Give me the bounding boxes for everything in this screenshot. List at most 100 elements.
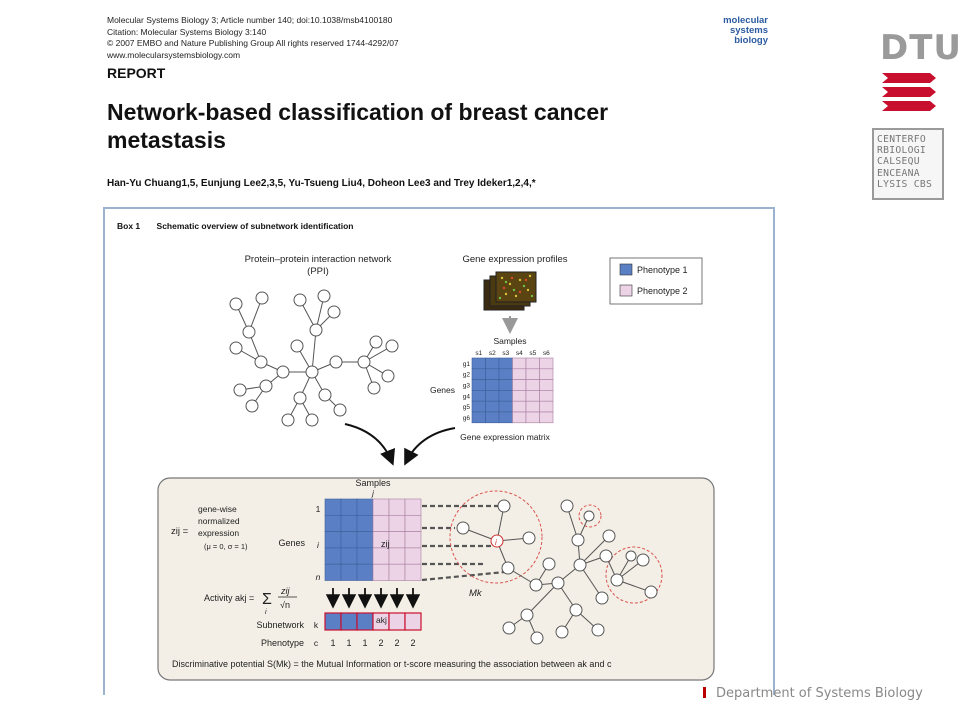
matrix-cell [471, 357, 486, 370]
module-network: i Mk [449, 490, 663, 645]
matrix-cell [512, 357, 527, 370]
matrix-cell [388, 514, 406, 532]
matrix-cell-zij: zij [381, 539, 390, 549]
activity-cell [388, 612, 406, 631]
gene-id: g1 [463, 361, 471, 368]
panel-j-label: j [371, 489, 374, 498]
discriminative-potential: Discriminative potential S(Mk) = the Mut… [172, 659, 612, 669]
header-line: Molecular Systems Biology 3; Article num… [107, 15, 393, 25]
matrix-cell [404, 531, 422, 549]
matrix-cell [539, 400, 554, 413]
matrix-cell [340, 563, 358, 581]
analysis-panel [157, 477, 715, 681]
sample-id: s4 [516, 350, 523, 357]
legend-phenotype-2: Phenotype 2 [637, 286, 688, 296]
matrix-cell [404, 547, 422, 565]
akj-cell-label: akj [376, 615, 387, 625]
matrix-cell [525, 368, 540, 380]
matrix-cell [388, 531, 406, 549]
footer: Department of Systems Biology [703, 686, 923, 701]
activity-cell [356, 612, 374, 631]
zij-desc-4: (μ = 0, σ = 1) [204, 542, 248, 551]
matrix-cell [372, 498, 390, 516]
matrix-cell [324, 563, 342, 581]
matrix-cell [340, 531, 358, 549]
ppi-label: Protein–protein interaction network [245, 254, 392, 265]
header-line: www.molecularsystemsbiology.com [107, 49, 241, 60]
matrix-cell [485, 400, 500, 413]
ppi-network [229, 289, 399, 427]
matrix-cell [340, 514, 358, 532]
sample-id: s6 [543, 350, 550, 357]
section-label: REPORT [107, 65, 166, 81]
formula-sub: i [265, 609, 267, 616]
box-title: Box 1 Schematic overview of subnetwork i… [117, 221, 368, 231]
matrix-cell [471, 400, 486, 413]
phenotype-value: 2 [410, 638, 415, 648]
matrix-cell [471, 368, 486, 380]
matrix-cell [372, 514, 390, 532]
row-n-label: n [316, 572, 321, 582]
matrix-cell [404, 563, 422, 581]
phenotype-value: 1 [362, 638, 367, 648]
matrix-cell [512, 368, 527, 380]
gene-expression-profiles-label: Gene expression profiles [462, 254, 567, 265]
zij-desc-3: expression [198, 528, 239, 538]
header-line: © 2007 EMBO and Nature Publishing Group … [107, 38, 399, 48]
matrix-cell [356, 547, 374, 565]
matrix-cell [324, 514, 342, 532]
matrix-cell [471, 379, 486, 391]
matrix-cell [525, 411, 540, 424]
activity-cell [340, 612, 358, 631]
matrix-cell [525, 390, 540, 402]
matrix-cell [356, 563, 374, 581]
matrix-cell [485, 379, 500, 391]
normalized-matrix [324, 498, 422, 581]
phenotype-value: 1 [330, 638, 335, 648]
formula-numerator: zij [280, 586, 290, 596]
matrix-cell [471, 390, 486, 402]
matrix-cell [512, 400, 527, 413]
matrix-cell [485, 411, 500, 424]
matrix-caption: Gene expression matrix [460, 432, 551, 442]
c-label: c [314, 638, 319, 648]
k-label: k [314, 620, 319, 630]
phenotype-value: 2 [378, 638, 383, 648]
footer-marker [703, 687, 706, 698]
matrix-cell [485, 390, 500, 402]
matrix-cell [539, 379, 554, 391]
matrix-cell [539, 368, 554, 380]
matrix-cell [324, 547, 342, 565]
matrix-cell [498, 411, 513, 424]
gene-id: g3 [463, 383, 471, 390]
formula-denominator: √n [280, 600, 290, 610]
phenotype-value: 1 [346, 638, 351, 648]
sample-id: s1 [475, 350, 482, 357]
matrix-cell [498, 379, 513, 391]
dtu-logo-mark [882, 73, 936, 111]
matrix-cell [388, 547, 406, 565]
matrix-cell [388, 498, 406, 516]
panel-genes-label: Genes [278, 538, 305, 548]
dtu-logo-text: DTU [880, 28, 960, 68]
expression-matrix [471, 357, 554, 424]
matrix-cell [404, 498, 422, 516]
journal-logo: molecular systems biology [723, 15, 768, 46]
activity-cell [404, 612, 422, 631]
matrix-cell [388, 563, 406, 581]
matrix-cell [525, 379, 540, 391]
matrix-cell [525, 357, 540, 370]
module-mk-label: Mk [469, 588, 483, 599]
legend-phenotype-1: Phenotype 1 [637, 265, 688, 275]
box-caption: Schematic overview of subnetwork identif… [156, 221, 354, 231]
matrix-cell [340, 498, 358, 516]
matrix-cell [512, 390, 527, 402]
row-1-label: 1 [316, 504, 321, 514]
ppi-label-sub: (PPI) [307, 266, 329, 277]
activity-label: Activity akj = [204, 593, 254, 603]
row-i-label: i [317, 540, 320, 550]
matrix-cell [512, 411, 527, 424]
